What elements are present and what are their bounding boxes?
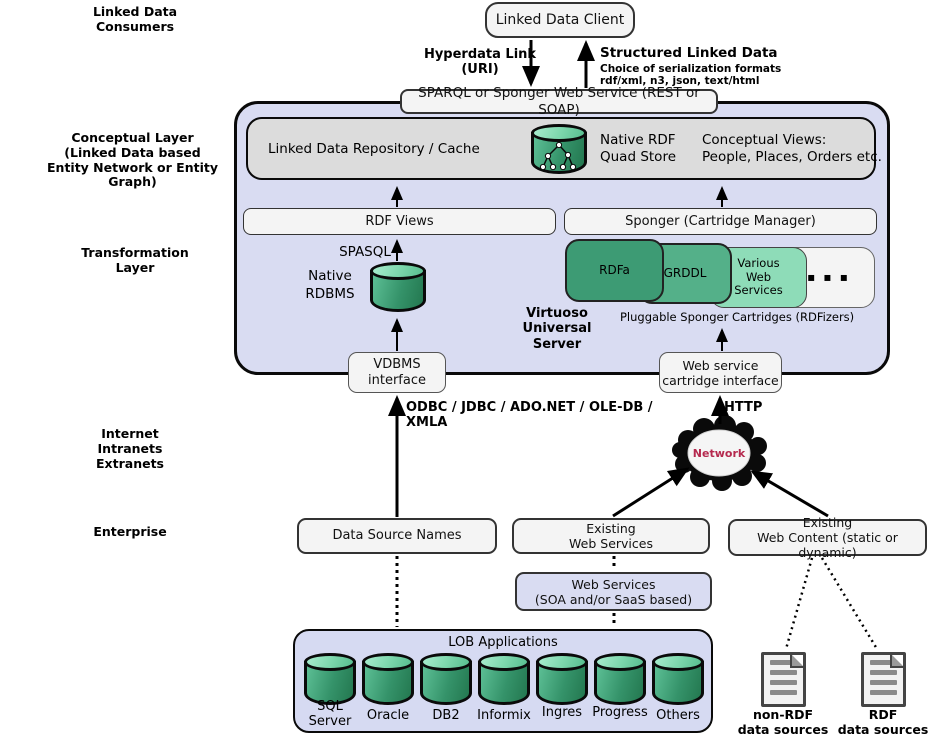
- web-service-cartridge-interface-box: Web service cartridge interface: [659, 352, 782, 393]
- label-enterprise: Enterprise: [93, 524, 167, 539]
- sponger-box: Sponger (Cartridge Manager): [564, 208, 877, 235]
- data-source-names-box: Data Source Names: [297, 518, 497, 554]
- various-web-services-label: Various Web Services: [734, 255, 783, 298]
- virtuoso-universal-server-label: Virtuoso Universal Server: [522, 306, 592, 352]
- sparql-sponger-service-bar: SPARQL or Sponger Web Service (REST or S…: [400, 85, 718, 118]
- linked-data-client-label: Linked Data Client: [495, 11, 625, 28]
- quad-store-label: Native RDF Quad Store: [600, 132, 676, 165]
- non-rdf-data-sources-label: non-RDF data sources: [737, 707, 829, 736]
- database-cylinder-oracle: [362, 653, 414, 705]
- soa-web-services-box: Web Services (SOA and/or SaaS based): [515, 572, 712, 611]
- ellipsis-dots: ▪ ▪ ▪: [807, 270, 850, 285]
- structured-linked-data-label: Structured Linked Data: [600, 45, 778, 61]
- lob-label-others: Others: [656, 708, 700, 723]
- rdf-document-icon: [861, 652, 906, 707]
- native-rdbms-cylinder-icon: [370, 262, 426, 312]
- serialization-formats-label: Choice of serialization formats: [600, 63, 782, 75]
- existing-web-services-label: Existing Web Services: [569, 521, 653, 551]
- database-cylinder-ingres: [536, 653, 588, 705]
- linked-data-client-box: Linked Data Client: [485, 2, 635, 38]
- existing-web-content-label: Existing Web Content (static or dynamic): [757, 515, 898, 560]
- label-internet-intranets-extranets: Internet Intranets Extranets: [96, 426, 164, 471]
- page-fold: [790, 655, 803, 668]
- rdfa-cartridge: RDFa: [565, 239, 664, 302]
- vdbms-interface-label: VDBMS interface: [368, 356, 426, 388]
- rdf-views-label: RDF Views: [365, 213, 434, 229]
- cylinder-top: [531, 124, 587, 142]
- database-cylinder-sql-server: [304, 653, 356, 705]
- lob-label-db2: DB2: [432, 708, 460, 723]
- repository-label: Linked Data Repository / Cache: [268, 141, 480, 157]
- lob-label-oracle: Oracle: [366, 708, 410, 723]
- network-cloud: Network: [672, 416, 767, 491]
- lob-applications-box: LOB Applications SQL Server Oracle DB2 I…: [293, 629, 713, 733]
- existing-web-content-box: Existing Web Content (static or dynamic): [728, 515, 927, 560]
- arrow-webcontent-to-cloud: [750, 470, 829, 518]
- rdfa-label: RDFa: [599, 263, 630, 278]
- odbc-protocols-label: ODBC / JDBC / ADO.NET / OLE-DB / XMLA: [406, 400, 653, 431]
- vdbms-interface-box: VDBMS interface: [348, 352, 446, 393]
- label-transformation-layer: Transformation Layer: [81, 245, 189, 275]
- grddl-label: GRDDL: [663, 266, 707, 281]
- database-cylinder-db2: [420, 653, 472, 705]
- lob-label-ingres: Ingres: [541, 705, 583, 720]
- web-service-cartridge-interface-label: Web service cartridge interface: [662, 357, 779, 388]
- graph-tree-icon: [539, 141, 577, 171]
- lob-label-progress: Progress: [592, 705, 648, 720]
- lob-applications-title: LOB Applications: [448, 635, 558, 650]
- cloud-inner: [687, 429, 751, 477]
- label-linked-data-consumers: Linked Data Consumers: [92, 4, 178, 34]
- lob-label-sql-server: SQL Server: [308, 699, 352, 729]
- hyperdata-link-label: Hyperdata Link (URI): [423, 47, 537, 78]
- cylinder-top: [370, 262, 426, 280]
- sparql-bar-label: SPARQL or Sponger Web Service (REST or S…: [418, 85, 700, 118]
- dotted-webcontent-to-rdf: [820, 557, 879, 650]
- arrow-webservices-to-cloud: [612, 467, 690, 518]
- pluggable-cartridges-caption: Pluggable Sponger Cartridges (RDFizers): [620, 310, 855, 324]
- existing-web-services-box: Existing Web Services: [512, 518, 710, 554]
- label-conceptual-layer: Conceptual Layer (Linked Data based Enti…: [47, 130, 218, 190]
- dotted-webcontent-to-nonrdf: [784, 557, 814, 650]
- network-cloud-label: Network: [693, 447, 746, 460]
- non-rdf-document-icon: [761, 652, 806, 707]
- database-cylinder-others: [652, 653, 704, 705]
- sponger-label: Sponger (Cartridge Manager): [625, 213, 816, 229]
- serialization-list-label: rdf/xml, n3, json, text/html: [600, 75, 760, 87]
- rdf-data-sources-label: RDF data sources: [837, 707, 928, 736]
- database-cylinder-informix: [478, 653, 530, 705]
- database-cylinder-progress: [594, 653, 646, 705]
- lob-label-informix: Informix: [477, 708, 531, 723]
- rdf-views-box: RDF Views: [243, 208, 556, 235]
- page-fold: [890, 655, 903, 668]
- soa-web-services-label: Web Services (SOA and/or SaaS based): [534, 576, 693, 607]
- native-rdbms-label: Native RDBMS: [305, 268, 355, 302]
- quad-store-cylinder-icon: [531, 124, 587, 174]
- http-label: HTTP: [724, 400, 763, 415]
- conceptual-views-label: Conceptual Views: People, Places, Orders…: [702, 132, 882, 165]
- data-source-names-label: Data Source Names: [332, 528, 462, 544]
- spasql-label: SPASQL: [339, 244, 391, 260]
